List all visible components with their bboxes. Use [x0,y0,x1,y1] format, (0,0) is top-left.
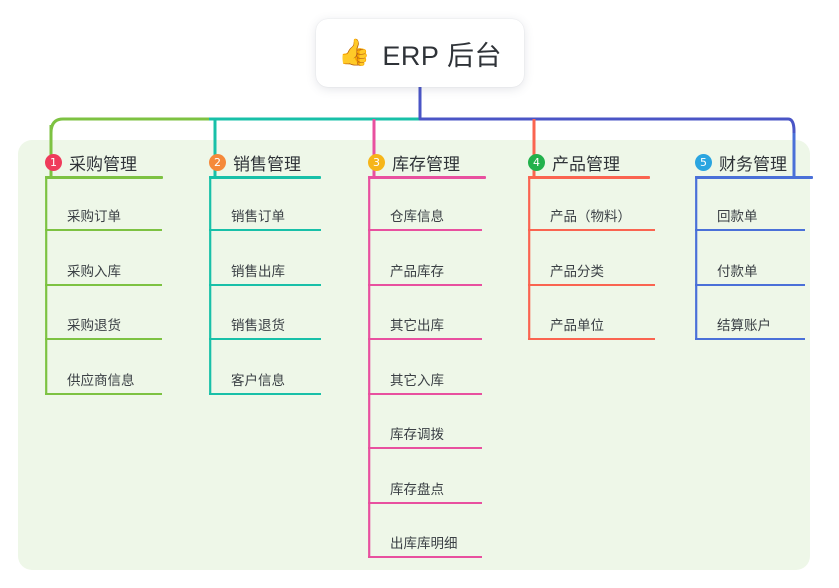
leaf-node-label: 供应商信息 [67,372,135,388]
leaf-node[interactable]: 采购入库 [45,252,162,286]
branch-title: 采购管理 [69,155,137,174]
leaf-node-rule [368,338,482,340]
branch-header-rule [45,176,163,179]
branch-title: 财务管理 [719,155,787,174]
diagram-background-panel [18,140,810,570]
leaf-node-rule [209,338,321,340]
branch-header-5[interactable]: 5 财务管理 [695,150,787,175]
leaf-node[interactable]: 销售出库 [209,252,321,286]
leaf-node-rule [209,392,321,395]
branch-index-badge: 2 [209,154,226,171]
branch-index-badge: 1 [45,154,62,171]
leaf-node-label: 结算账户 [717,318,771,333]
leaf-node-label: 产品库存 [390,263,444,279]
leaf-node[interactable]: 采购订单 [45,197,162,231]
leaf-node-label: 采购退货 [67,318,121,333]
branch-index-badge: 5 [695,154,712,171]
leaf-node-label: 其它出库 [390,318,444,333]
leaf-node[interactable]: 其它出库 [368,306,482,340]
leaf-node-label: 回款单 [717,209,758,224]
leaf-node-rule [209,283,321,286]
leaf-node-rule [45,229,162,231]
branch-header-4[interactable]: 4 产品管理 [528,150,620,175]
leaf-node-rule [528,338,655,340]
leaf-node-rule [209,229,321,231]
leaf-node[interactable]: 回款单 [695,197,805,231]
leaf-node[interactable]: 销售退货 [209,306,321,340]
branch-header-1[interactable]: 1 采购管理 [45,150,137,175]
thumbs-up-icon: 👍 [338,38,371,68]
leaf-node-label: 出库库明细 [390,536,458,551]
branch-title: 产品管理 [552,155,620,174]
leaf-node-label: 产品分类 [550,263,604,279]
leaf-node[interactable]: 仓库信息 [368,197,482,231]
leaf-node[interactable]: 产品分类 [528,252,655,286]
branch-title: 销售管理 [233,155,301,174]
branch-header-rule [209,176,321,179]
leaf-node-rule [528,229,655,231]
root-node-erp-backend[interactable]: 👍 ERP 后台 [316,19,524,87]
leaf-node-rule [45,392,162,395]
leaf-node-rule [695,229,805,231]
leaf-node-label: 采购订单 [67,209,121,224]
leaf-node-rule [368,392,482,395]
leaf-node[interactable]: 结算账户 [695,306,805,340]
leaf-node-label: 库存盘点 [390,481,444,497]
branch-title: 库存管理 [392,155,460,174]
leaf-node-rule [45,338,162,340]
leaf-node-rule [368,501,482,504]
leaf-node[interactable]: 产品库存 [368,252,482,286]
leaf-node-rule [368,447,482,449]
leaf-node-label: 产品（物料） [550,209,631,224]
leaf-node[interactable]: 供应商信息 [45,361,162,395]
leaf-node[interactable]: 产品单位 [528,306,655,340]
branch-header-3[interactable]: 3 库存管理 [368,150,460,175]
leaf-node[interactable]: 客户信息 [209,361,321,395]
leaf-node-label: 销售退货 [231,318,285,333]
leaf-node[interactable]: 库存盘点 [368,470,482,504]
leaf-node-rule [368,556,482,558]
branch-header-rule [695,176,813,179]
leaf-node-label: 销售出库 [231,263,285,279]
leaf-node[interactable]: 产品（物料） [528,197,655,231]
leaf-node[interactable]: 采购退货 [45,306,162,340]
branch-index-badge: 3 [368,154,385,171]
leaf-node-label: 销售订单 [231,209,285,224]
leaf-node-rule [695,283,805,286]
leaf-node[interactable]: 出库库明细 [368,524,482,558]
branch-header-rule [368,176,486,179]
leaf-node[interactable]: 付款单 [695,252,805,286]
leaf-node-rule [368,283,482,286]
branch-header-rule [528,176,650,179]
leaf-node-label: 库存调拨 [390,427,444,442]
leaf-node-rule [368,229,482,231]
leaf-node-rule [695,338,805,340]
leaf-node-rule [45,283,162,286]
leaf-node-label: 客户信息 [231,372,285,388]
root-node-label: ERP 后台 [382,40,502,71]
branch-index-badge: 4 [528,154,545,171]
leaf-node[interactable]: 库存调拨 [368,415,482,449]
leaf-node-label: 采购入库 [67,263,121,279]
leaf-node-label: 仓库信息 [390,209,444,224]
branch-header-2[interactable]: 2 销售管理 [209,150,301,175]
leaf-node-label: 其它入库 [390,372,444,388]
leaf-node-label: 付款单 [717,263,758,279]
leaf-node-rule [528,283,655,286]
leaf-node[interactable]: 销售订单 [209,197,321,231]
leaf-node[interactable]: 其它入库 [368,361,482,395]
leaf-node-label: 产品单位 [550,318,604,333]
